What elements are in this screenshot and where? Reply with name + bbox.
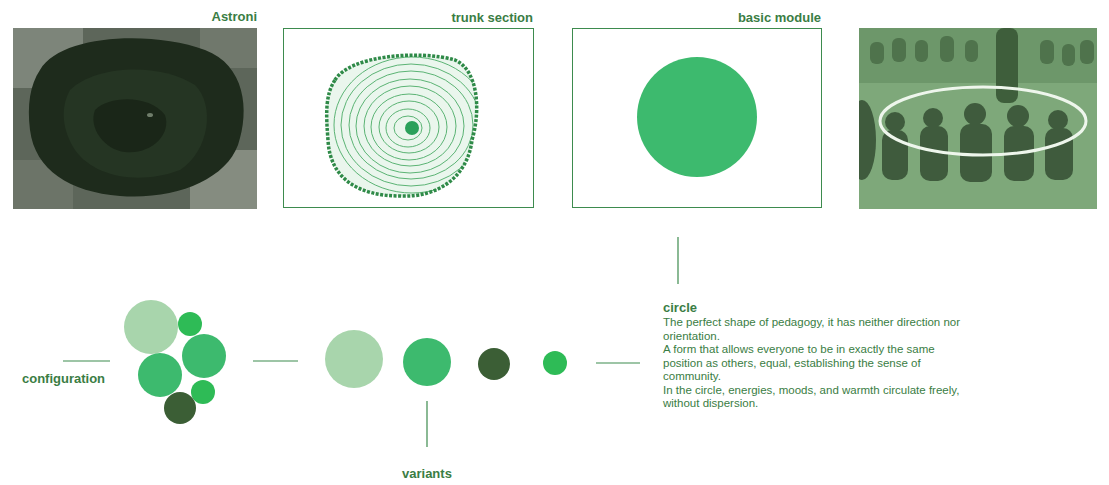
- description-text: In the circle, energies, moods, and warm…: [663, 384, 963, 411]
- circle-photo: [859, 28, 1097, 209]
- module-title: circle: [663, 300, 963, 316]
- panel-heading: trunk section: [451, 10, 533, 25]
- description-block: circleThe perfect shape of pedagogy, it …: [663, 300, 963, 411]
- variant-circles: [325, 330, 567, 388]
- configuration-cluster: [124, 300, 226, 424]
- section-label: variants: [402, 466, 452, 481]
- panel-heading: Astroni: [212, 9, 258, 24]
- trunk-section-image: [327, 55, 490, 196]
- module-circle: [637, 57, 757, 177]
- panel-heading: basic module: [738, 10, 821, 25]
- leader-lines: [63, 237, 678, 447]
- description-text: The perfect shape of pedagogy, it has ne…: [663, 316, 963, 343]
- satellite-image: [13, 28, 257, 209]
- photo-panel: Astroni: [13, 28, 257, 209]
- section-label: configuration: [22, 371, 105, 386]
- image-box: basic module: [572, 28, 822, 208]
- image-box: trunk section: [283, 28, 534, 208]
- description-text: A form that allows everyone to be in exa…: [663, 343, 963, 384]
